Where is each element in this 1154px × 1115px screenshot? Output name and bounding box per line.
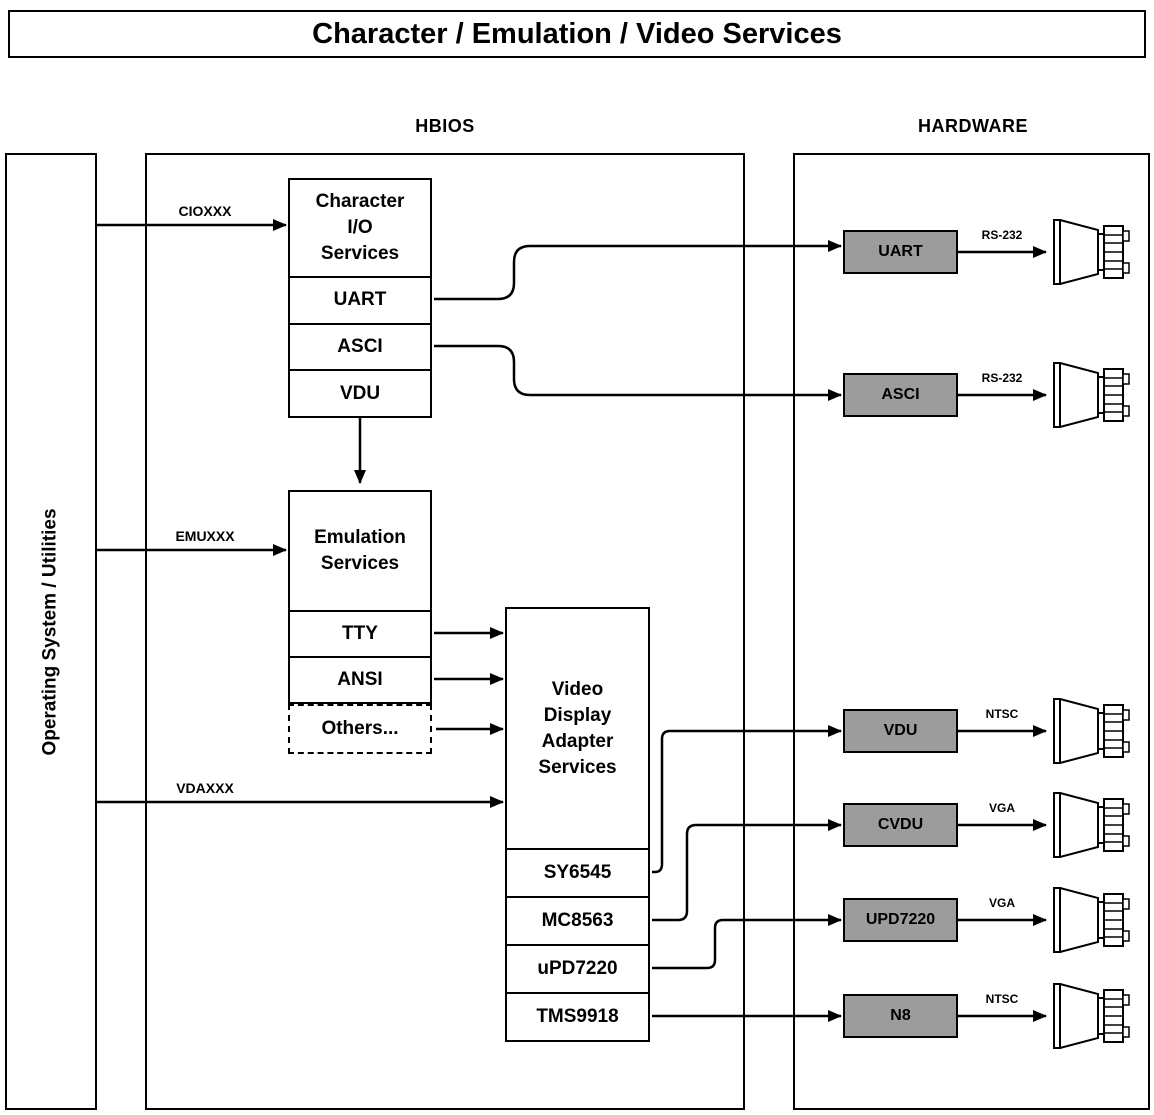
- bus-label-cioxxx: CIOXXX: [178, 203, 232, 219]
- hardware-box-n8: N8: [843, 994, 958, 1038]
- vda-row-upd7220: uPD7220: [507, 944, 648, 992]
- hardware-section-label: HARDWARE: [918, 116, 1028, 136]
- vda-header-line: Video: [551, 678, 604, 700]
- hbios-container: [145, 153, 745, 1110]
- emulation-services-box: Emulation Services TTY ANSI: [288, 490, 432, 704]
- hardware-box-upd7220: UPD7220: [843, 898, 958, 942]
- char-io-header-line: Character: [315, 191, 405, 212]
- char-io-services-header: Character I/O Services: [290, 180, 430, 276]
- vda-header-line: Adapter: [541, 730, 614, 752]
- char-io-row-vdu: VDU: [290, 369, 430, 416]
- char-io-services-box: Character I/O Services UART ASCI VDU: [288, 178, 432, 418]
- signal-label-rs232-uart: RS-232: [981, 228, 1023, 242]
- char-io-header-line: I/O: [347, 217, 373, 238]
- emulation-row-others: Others...: [288, 704, 432, 754]
- emulation-row-tty: TTY: [290, 610, 430, 656]
- hbios-section-label: HBIOS: [415, 116, 475, 136]
- emulation-row-ansi: ANSI: [290, 656, 430, 702]
- char-io-row-asci: ASCI: [290, 322, 430, 370]
- signal-label-rs232-asci: RS-232: [981, 371, 1023, 385]
- vda-services-header: Video Display Adapter Services: [507, 609, 648, 848]
- vda-header-line: Display: [543, 704, 612, 726]
- emulation-header-line: Services: [320, 553, 400, 574]
- signal-label-vga-cvdu: VGA: [988, 801, 1015, 815]
- bus-label-vdaxxx: VDAXXX: [176, 780, 234, 796]
- char-io-header-line: Services: [320, 243, 400, 264]
- hardware-box-cvdu: CVDU: [843, 803, 958, 847]
- char-io-row-uart: UART: [290, 276, 430, 323]
- signal-label-vga-upd7220: VGA: [988, 896, 1015, 910]
- hardware-box-vdu: VDU: [843, 709, 958, 753]
- signal-label-ntsc-n8: NTSC: [985, 992, 1019, 1006]
- signal-label-ntsc-vdu: NTSC: [985, 707, 1019, 721]
- vda-services-box: Video Display Adapter Services SY6545 MC…: [505, 607, 650, 1042]
- hardware-box-uart: UART: [843, 230, 958, 274]
- page-title: Character / Emulation / Video Services: [312, 17, 842, 50]
- hardware-box-asci: ASCI: [843, 373, 958, 417]
- vda-row-tms9918: TMS9918: [507, 992, 648, 1040]
- diagram-title-box: Character / Emulation / Video Services: [8, 10, 1146, 58]
- vda-header-line: Services: [538, 756, 617, 778]
- os-utilities-label: Operating System / Utilities: [40, 507, 62, 756]
- emulation-header-line: Emulation: [314, 527, 406, 548]
- vda-row-mc8563: MC8563: [507, 896, 648, 944]
- vda-row-sy6545: SY6545: [507, 848, 648, 896]
- hardware-container: [793, 153, 1150, 1110]
- emulation-services-header: Emulation Services: [290, 492, 430, 610]
- os-utilities-box: Operating System / Utilities: [5, 153, 97, 1110]
- bus-label-emuxxx: EMUXXX: [175, 528, 235, 544]
